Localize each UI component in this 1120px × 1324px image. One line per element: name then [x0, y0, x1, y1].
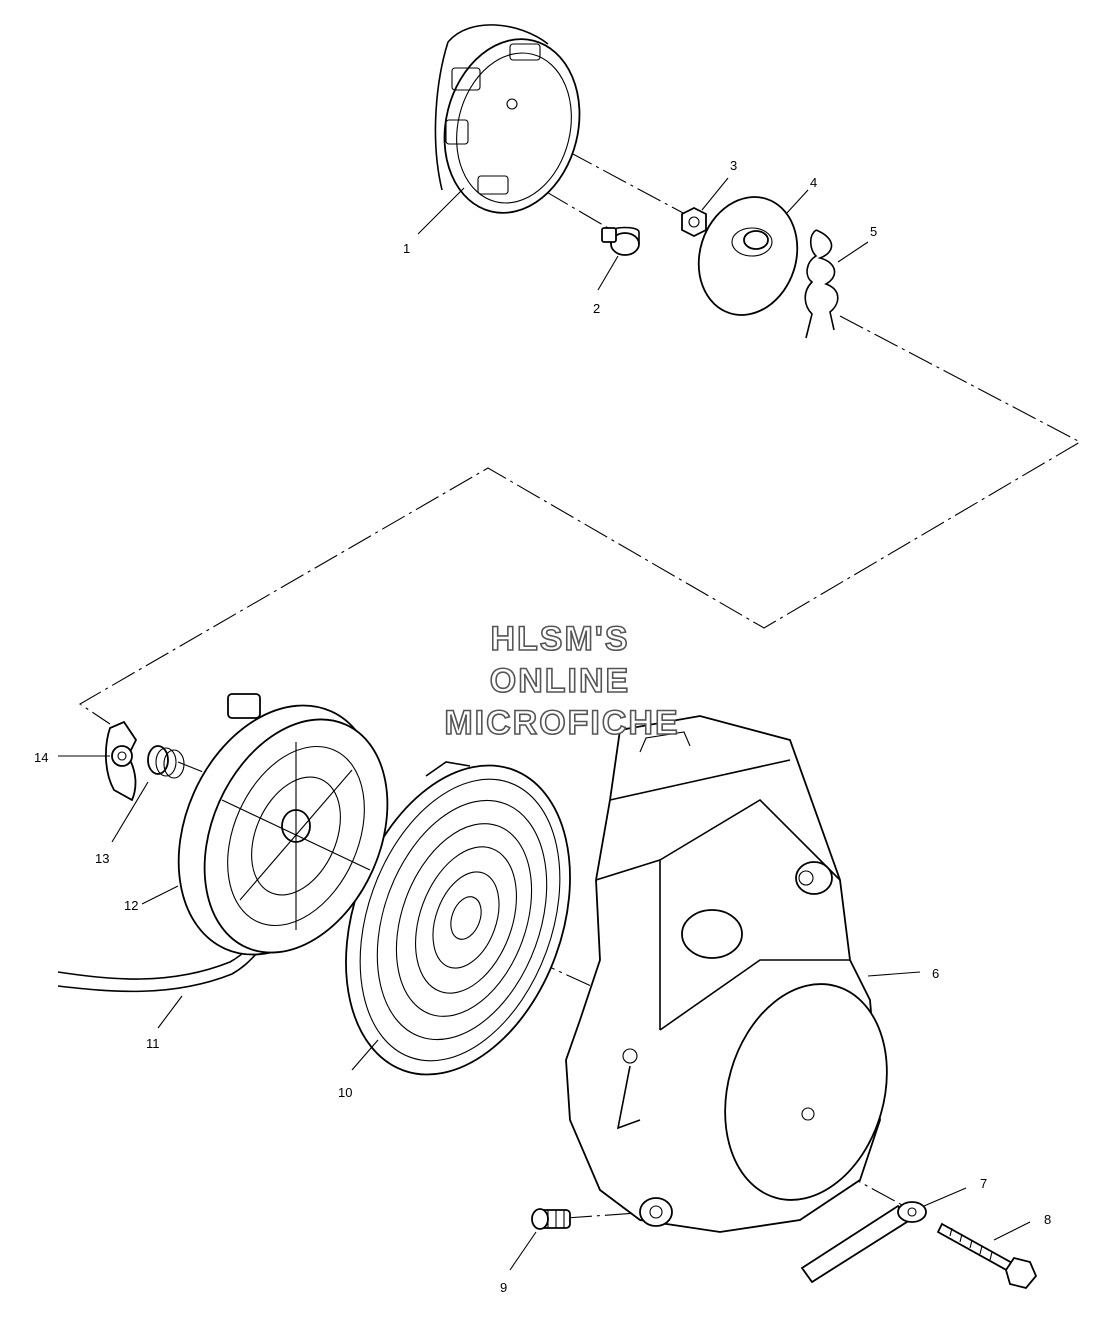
- small-spring-part: [147, 745, 185, 779]
- watermark: HLSM'S ONLINE MICROFICHE: [444, 619, 679, 743]
- washer-tab-part: [800, 1201, 927, 1284]
- callout-3: 3: [730, 158, 737, 173]
- callout-12: 12: [124, 898, 138, 913]
- bolt-part: [601, 226, 640, 256]
- callout-5: 5: [870, 224, 877, 239]
- callout-8: 8: [1044, 1212, 1051, 1227]
- rope-reel-part: [177, 693, 389, 956]
- callout-2: 2: [593, 301, 600, 316]
- watermark-line-3: MICROFICHE: [444, 704, 679, 742]
- recoil-housing-part: [565, 715, 888, 1233]
- callout-10: 10: [338, 1085, 352, 1100]
- callout-14: 14: [34, 750, 48, 765]
- watermark-line-1: HLSM'S: [490, 620, 629, 658]
- callout-leader-lines: [58, 177, 1031, 1271]
- callout-9: 9: [500, 1280, 507, 1295]
- pawl-part: [105, 720, 138, 802]
- nut-part: [681, 206, 707, 238]
- callout-1: 1: [403, 241, 410, 256]
- long-bolt-part: [936, 1222, 1038, 1290]
- threaded-fitting-part: [531, 1208, 571, 1230]
- callout-numbers: 1 2 3 4 5 6 7 8 9 10 11 12 13 14: [34, 158, 1051, 1295]
- starter-cup-part: [434, 24, 581, 214]
- watermark-line-2: ONLINE: [490, 662, 630, 700]
- drive-plate-part: [697, 196, 799, 316]
- callout-13: 13: [95, 851, 109, 866]
- callout-11: 11: [146, 1036, 160, 1051]
- callout-7: 7: [980, 1176, 987, 1191]
- callout-4: 4: [810, 175, 817, 190]
- callout-6: 6: [932, 966, 939, 981]
- spring-clip-part: [804, 229, 839, 339]
